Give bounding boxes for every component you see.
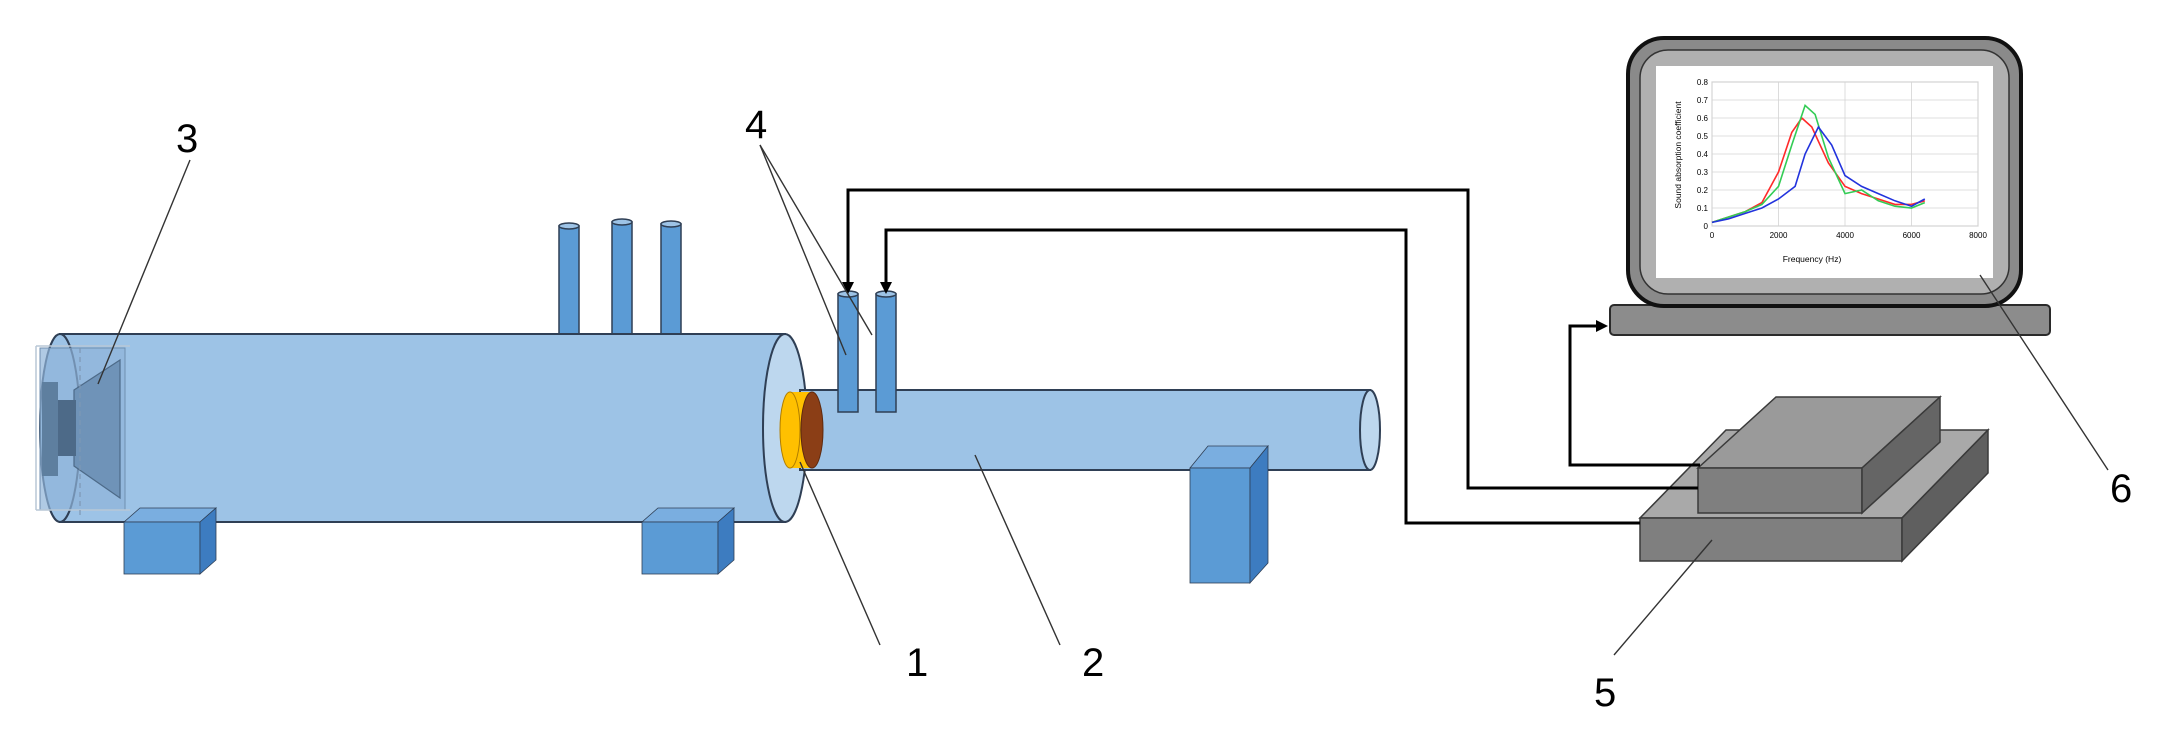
wire-computer-arrow <box>1596 320 1608 332</box>
port-1-top <box>558 222 580 230</box>
leader-4b <box>759 144 873 336</box>
port-3 <box>660 223 682 342</box>
chart-x-ticks: 0 2000 4000 6000 8000 <box>1710 231 1988 240</box>
wire-mic-1 <box>846 188 1698 490</box>
chart-y-tick-label: 0.2 <box>1697 186 1709 195</box>
leader-3 <box>97 159 191 385</box>
support-1-front <box>123 521 201 575</box>
leader-6 <box>1979 274 2109 471</box>
support-3-side <box>1249 444 1269 585</box>
sample-tube-end <box>1359 389 1381 471</box>
chart-series-line-2 <box>1711 103 1926 224</box>
support-2-side <box>717 507 735 575</box>
chart-series <box>1711 103 1926 224</box>
sample <box>779 391 824 469</box>
chart-x-axis-label: Frequency (Hz) <box>1783 254 1842 264</box>
port-3-top <box>660 220 682 228</box>
label-computer: 6 <box>2110 467 2132 511</box>
callout-labels: 3 4 1 2 5 6 <box>176 103 2132 715</box>
chart-y-tick-label: 0.6 <box>1697 114 1709 123</box>
chart-x-tick-label: 2000 <box>1770 231 1788 240</box>
chart-y-tick-label: 0.3 <box>1697 168 1709 177</box>
computer: 0 0.1 0.2 0.3 0.4 0.5 0.6 0.7 0.8 0 2000 4000 6000 8… <box>1609 36 2051 336</box>
source-tube-ports <box>558 218 682 342</box>
leader-1 <box>799 461 881 646</box>
sample-front-face <box>779 391 801 469</box>
monitor-stand <box>1609 304 2051 336</box>
chart-x-tick-label: 6000 <box>1903 231 1921 240</box>
port-1 <box>558 225 580 342</box>
source-tube-supports <box>122 507 736 575</box>
support-2-front <box>641 521 719 575</box>
chart-x-tick-label: 8000 <box>1969 231 1987 240</box>
chart-y-tick-label: 0.8 <box>1697 78 1709 87</box>
sample-tube <box>779 290 1381 585</box>
chart-x-tick-label: 0 <box>1710 231 1715 240</box>
source-tube <box>35 218 808 575</box>
chart-y-tick-label: 0.7 <box>1697 96 1709 105</box>
leader-lines <box>97 144 2109 656</box>
wire-analyzer-computer <box>1568 324 1700 467</box>
wire-mic-2 <box>884 228 1640 525</box>
label-loudspeaker: 3 <box>176 117 198 161</box>
speaker-voice-coil <box>58 400 76 456</box>
speaker-magnet <box>42 382 58 476</box>
chart-y-axis-label: Sound absorption coefficient <box>1673 101 1683 209</box>
label-sample: 1 <box>906 641 928 685</box>
signal-wires <box>842 188 1700 525</box>
source-tube-body <box>59 333 786 523</box>
chart-grid <box>1711 81 1979 227</box>
port-2-top <box>611 218 633 226</box>
leader-5 <box>1613 539 1713 656</box>
chart-y-tick-label: 0.4 <box>1697 150 1709 159</box>
chart-y-tick-label: 0.5 <box>1697 132 1709 141</box>
sample-tube-support <box>1189 444 1269 585</box>
sample-back-face <box>800 391 824 469</box>
analyzer-base-front <box>1639 517 1903 562</box>
wire-mic-1-arrow <box>842 282 854 294</box>
label-sample-tube: 2 <box>1082 641 1104 685</box>
support-1-side <box>199 507 217 575</box>
port-2 <box>611 221 633 342</box>
label-analyzer: 5 <box>1594 671 1616 715</box>
support-3-front <box>1189 467 1251 584</box>
chart-series-line-3 <box>1711 125 1926 224</box>
label-microphones: 4 <box>745 103 767 147</box>
chart-y-ticks: 0 0.1 0.2 0.3 0.4 0.5 0.6 0.7 0.8 <box>1697 78 1709 231</box>
analyzer <box>1638 395 1990 563</box>
analyzer-top-side <box>1861 395 1941 515</box>
loudspeaker <box>35 345 130 515</box>
microphone-1 <box>837 293 859 413</box>
absorption-chart: 0 0.1 0.2 0.3 0.4 0.5 0.6 0.7 0.8 0 2000 4000 6000 8… <box>1673 78 1987 264</box>
microphone-2 <box>875 293 897 413</box>
analyzer-top-front <box>1697 467 1863 514</box>
wire-mic-2-arrow <box>880 282 892 294</box>
leader-4a <box>759 144 847 356</box>
leader-2 <box>974 454 1061 646</box>
chart-y-tick-label: 0 <box>1704 222 1709 231</box>
analyzer-base-side <box>1901 428 1989 563</box>
chart-x-tick-label: 4000 <box>1836 231 1854 240</box>
chart-y-tick-label: 0.1 <box>1697 204 1709 213</box>
